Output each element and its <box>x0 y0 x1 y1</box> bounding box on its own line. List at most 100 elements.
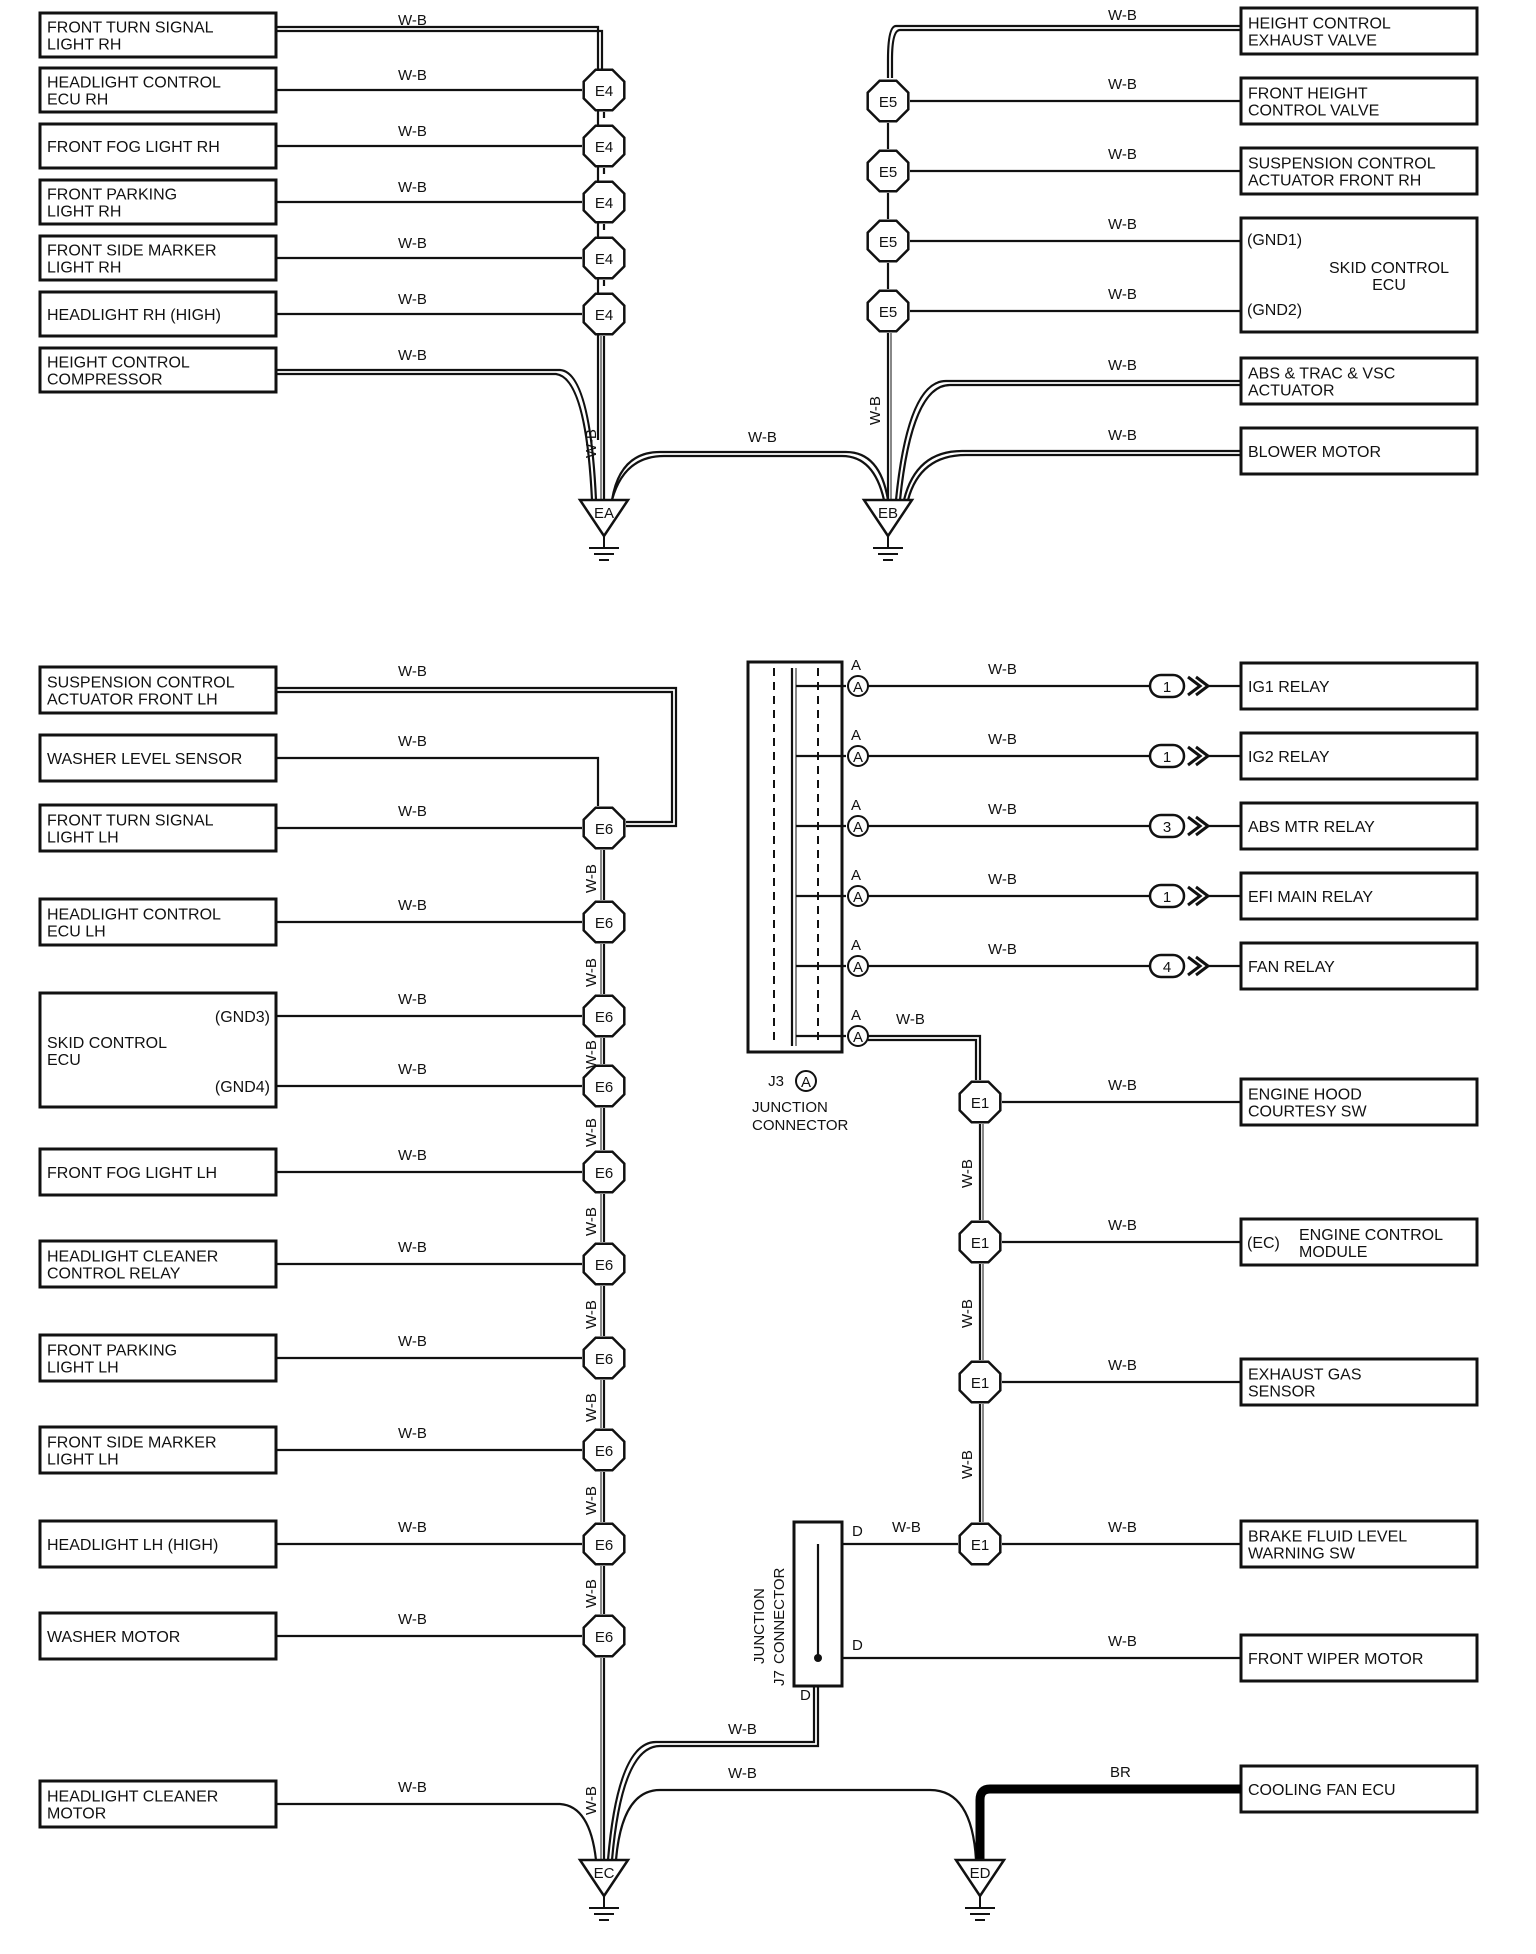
ground-eb-label: EB <box>878 505 898 522</box>
ground-ea-label: EA <box>594 505 614 522</box>
skid-ecu-rh-label: SKID CONTROL <box>1329 260 1449 277</box>
j7-label: JUNCTION <box>751 1588 768 1664</box>
wire-color-label-e1-bus-1: W-B <box>959 1159 976 1188</box>
component-height-exhaust-valve-label: EXHAUST VALVE <box>1248 33 1377 50</box>
wire-j7-ec <box>610 1686 820 1861</box>
component-top-left-6: HEADLIGHT RH (HIGH) <box>38 290 278 338</box>
component-front-side-marker-lh-box <box>38 1425 278 1475</box>
component-washer-motor-label: WASHER MOTOR <box>47 1629 180 1646</box>
connector-e4-5: E4 <box>582 292 626 336</box>
wire-br-cooling-fan <box>975 1784 1241 1860</box>
wire-color-label-tl-2: W-B <box>398 67 427 84</box>
wire-color-label-bl-e6-3: W-B <box>398 991 427 1008</box>
relay-pin-oval <box>1148 813 1186 839</box>
component-top-left-1-label: FRONT TURN SIGNAL <box>47 20 214 37</box>
relay-box <box>1239 941 1479 991</box>
connector-e5-2-shape <box>866 149 910 193</box>
component-bottom-right-4-label: BRAKE FLUID LEVEL <box>1248 1529 1407 1546</box>
wire-color-label-e6-bus-1: W-B <box>583 864 600 893</box>
component-top-left-5-label: FRONT SIDE MARKER <box>47 243 217 260</box>
j3-pin-letter-4: A <box>851 867 861 884</box>
component-washer-motor-box <box>38 1611 278 1661</box>
connector-e1-2-shape <box>958 1220 1002 1264</box>
ground-ed: ED <box>953 1858 1007 1921</box>
wire-color-label-e1-bus-2: W-B <box>959 1299 976 1328</box>
j3-pin-letter-5: A <box>851 937 861 954</box>
component-bottom-right-4-box <box>1239 1519 1479 1569</box>
connector-e5-1-label: E5 <box>879 94 897 111</box>
connector-e1-2: E1 <box>958 1220 1002 1264</box>
relay-pin-number: 1 <box>1163 889 1171 906</box>
ground-ec-label: EC <box>594 1865 615 1882</box>
wire-abs-actuator-2 <box>898 383 1241 501</box>
component-washer-level-sensor: WASHER LEVEL SENSOR <box>38 733 278 783</box>
wire-color-label-relay-3: W-B <box>988 801 1017 818</box>
relay-plug-arrow <box>1187 815 1211 837</box>
relay-name: FAN RELAY <box>1248 959 1335 976</box>
connector-e5-4: E5 <box>866 289 910 333</box>
connector-e4-2: E4 <box>582 124 626 168</box>
connector-e5-2: E5 <box>866 149 910 193</box>
wire-color-label-br-e1-2: W-B <box>1108 1217 1137 1234</box>
component-suspension-actuator-rh-label: SUSPENSION CONTROL <box>1248 156 1436 173</box>
wire-color-label-tl-1: W-B <box>398 12 427 29</box>
connector-e4-3: E4 <box>582 180 626 224</box>
relay-connector-pin-3: 3 <box>1148 813 1211 839</box>
wire-front-turn-rh-2 <box>276 29 604 78</box>
component-suspension-actuator-lh-label: SUSPENSION CONTROL <box>47 675 235 692</box>
component-front-parking-light-lh-label: LIGHT LH <box>47 1360 119 1377</box>
j3-pin-label-4: A <box>853 889 863 906</box>
wire-color-label-tr-1: W-B <box>1108 7 1137 24</box>
component-suspension-actuator-lh-label: ACTUATOR FRONT LH <box>47 692 218 709</box>
connector-e6-4-shape <box>582 1064 626 1108</box>
wire-color-label-abs: W-B <box>1108 357 1137 374</box>
connector-e6-6-shape <box>582 1242 626 1286</box>
component-top-left-6-label: HEADLIGHT RH (HIGH) <box>47 307 221 324</box>
relay-connector-pin-1: 1 <box>1148 673 1211 699</box>
j3-pin-label-5: A <box>853 959 863 976</box>
component-front-side-marker-lh-label: FRONT SIDE MARKER <box>47 1435 217 1452</box>
relay-pin-number: 1 <box>1163 749 1171 766</box>
relay-pin-number: 3 <box>1163 819 1171 836</box>
connector-e6-5-label: E6 <box>595 1165 613 1182</box>
connector-e4-3-label: E4 <box>595 195 613 212</box>
relay-pin-number: 4 <box>1163 959 1171 976</box>
component-headlight-control-ecu-lh-label: ECU LH <box>47 924 106 941</box>
component-top-left-1-box <box>38 11 278 59</box>
wire-color-label-tl-7: W-B <box>398 347 427 364</box>
relay-pin-oval <box>1148 953 1186 979</box>
component-headlight-control-ecu-lh-label: HEADLIGHT CONTROL <box>47 907 221 924</box>
relay-name: IG2 RELAY <box>1248 749 1330 766</box>
wire-color-label-bl-e6-5: W-B <box>398 1147 427 1164</box>
component-headlight-lh-high: HEADLIGHT LH (HIGH) <box>38 1519 278 1569</box>
connector-e6-10-shape <box>582 1614 626 1658</box>
ground-ec: EC <box>577 1858 631 1921</box>
wire-color-label-bl-2: W-B <box>398 733 427 750</box>
component-top-left-3-label: FRONT FOG LIGHT RH <box>47 139 220 156</box>
relay-box <box>1239 661 1479 711</box>
wire-headlight-cleaner-motor <box>276 1802 598 1861</box>
j3-pin-label-2: A <box>853 749 863 766</box>
component-blower-motor-label: BLOWER MOTOR <box>1248 444 1381 461</box>
j3-pin-label-3: A <box>853 819 863 836</box>
connector-e6-3-label: E6 <box>595 1009 613 1026</box>
skid-ecu-lh-box <box>38 991 278 1109</box>
connector-e4-4-shape <box>582 236 626 280</box>
connector-e1-1-shape <box>958 1080 1002 1124</box>
connector-e4-4: E4 <box>582 236 626 280</box>
wire-color-label-br-e1-3: W-B <box>1108 1357 1137 1374</box>
component-top-left-2-box <box>38 66 278 114</box>
connector-e1-1-label: E1 <box>971 1095 989 1112</box>
component-relay-2: IG2 RELAY <box>1239 731 1479 781</box>
component-abs-trac-vsc-actuator-label: ABS & TRAC & VSC <box>1248 366 1395 383</box>
relay-connector-pin-5: 4 <box>1148 953 1211 979</box>
